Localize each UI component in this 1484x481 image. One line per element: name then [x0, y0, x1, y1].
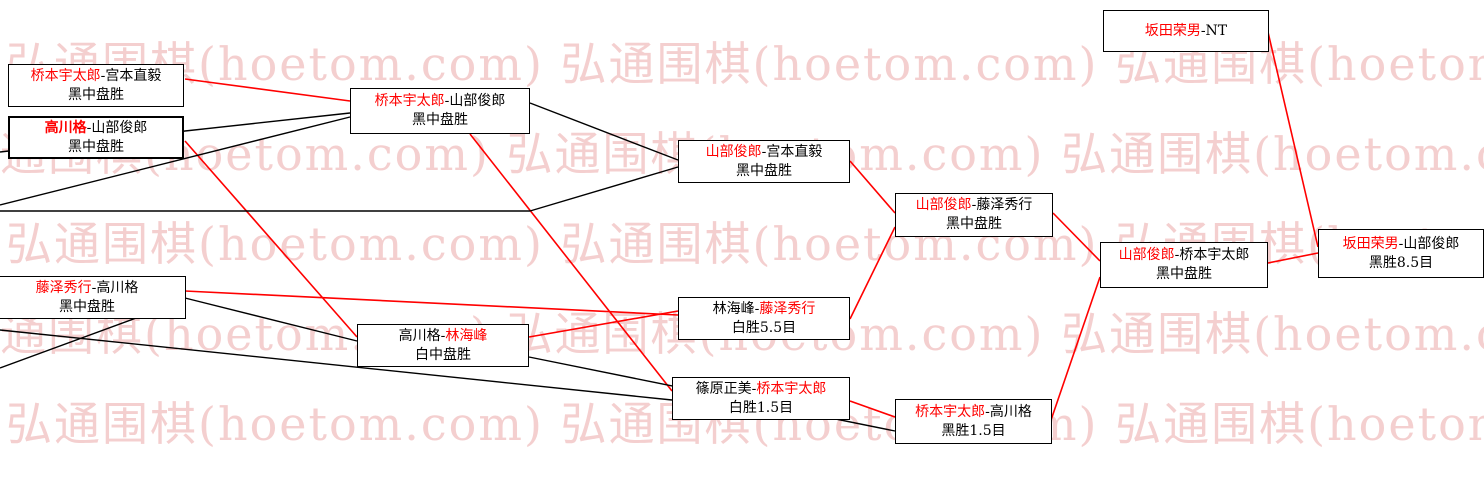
connector-line [469, 133, 673, 392]
player-name: -山部俊郎 [86, 119, 148, 136]
match-players: 林海峰-藤泽秀行 [679, 300, 849, 319]
player-name: -山部俊郎 [1398, 235, 1460, 252]
match-result: 黑中盘胜 [736, 162, 792, 179]
winner-name: 山部俊郎 [705, 143, 762, 160]
player-name: -宫本直毅 [100, 67, 162, 84]
match-players: 篠原正美-桥本宇太郎 [673, 380, 849, 399]
winner-name: 坂田荣男 [1144, 22, 1201, 39]
match-players: 桥本宇太郎-高川格 [896, 403, 1051, 422]
player-name: -藤泽秀行 [971, 197, 1033, 213]
connector-line [529, 102, 679, 161]
match-box: 山部俊郎-宫本直毅 黑中盘胜 [678, 140, 850, 183]
match-box: 高川格-山部俊郎 黑中盘胜 [8, 116, 184, 159]
winner-name: 桥本宇太郎 [756, 380, 827, 397]
winner-name: 高川格 [44, 119, 87, 136]
player-name: -NT [1200, 22, 1228, 39]
player-name: -宫本直毅 [761, 143, 823, 160]
match-players: 桥本宇太郎-宫本直毅 [9, 67, 183, 86]
winner-name: 坂田荣男 [1342, 235, 1399, 252]
player-name: -桥本宇太郎 [1174, 247, 1250, 263]
connector-line [1049, 276, 1101, 424]
player-name: -高川格 [985, 403, 1032, 420]
match-result: 黑中盘胜 [59, 298, 115, 315]
connector-line [184, 140, 358, 338]
connector-line [0, 116, 351, 206]
match-box: 桥本宇太郎-高川格 黑胜1.5目 [895, 399, 1052, 444]
match-result: 白中盘胜 [415, 346, 471, 363]
winner-name: 藤泽秀行 [759, 300, 816, 317]
match-result: 白胜1.5目 [728, 399, 794, 416]
match-players: 坂田荣男-山部俊郎 [1319, 235, 1483, 254]
connector-line [0, 329, 673, 401]
connector-line [184, 290, 679, 316]
match-box: 高川格-林海峰 白中盘胜 [357, 324, 529, 367]
match-box: 山部俊郎-桥本宇太郎 黑中盘胜 [1100, 242, 1268, 288]
winner-name: 藤泽秀行 [35, 279, 92, 296]
connector-line [184, 78, 351, 102]
connector-line [849, 160, 896, 214]
match-box: 林海峰-藤泽秀行 白胜5.5目 [678, 297, 850, 340]
winner-name: 桥本宇太郎 [30, 67, 101, 84]
connector-line [529, 166, 679, 212]
winner-name: 桥本宇太郎 [915, 403, 986, 420]
player-name: 林海峰- [712, 300, 760, 317]
match-box: 藤泽秀行-高川格 黑中盘胜 [0, 276, 186, 319]
winner-name: 山部俊郎 [915, 197, 972, 213]
connector-line [1267, 252, 1319, 264]
match-box: 山部俊郎-藤泽秀行 黑中盘胜 [895, 193, 1053, 237]
match-result: 黑中盘胜 [68, 138, 124, 155]
match-players: 高川格-林海峰 [358, 327, 528, 346]
match-result: 黑胜1.5目 [941, 422, 1006, 439]
match-players: 桥本宇太郎-山部俊郎 [351, 92, 529, 111]
match-players: 山部俊郎-藤泽秀行 [896, 196, 1052, 215]
match-box: 桥本宇太郎-宫本直毅 黑中盘胜 [8, 64, 184, 107]
match-result: 黑中盘胜 [412, 112, 468, 128]
match-players: 山部俊郎-桥本宇太郎 [1101, 246, 1267, 265]
match-players: 高川格-山部俊郎 [10, 119, 182, 138]
player-name: -高川格 [91, 279, 139, 296]
match-result: 白胜5.5目 [731, 319, 797, 336]
match-box: 坂田荣男-山部俊郎 黑胜8.5目 [1318, 229, 1484, 278]
winner-name: 林海峰 [445, 327, 488, 344]
connector-line [849, 226, 896, 320]
connector-line [528, 310, 679, 338]
match-players: 坂田荣男-NT [1104, 22, 1268, 41]
match-result: 黑中盘胜 [1156, 266, 1212, 282]
match-box: 坂田荣男-NT [1103, 10, 1269, 52]
connector-line [184, 297, 358, 342]
match-box: 篠原正美-桥本宇太郎 白胜1.5目 [672, 377, 850, 420]
connector-line [184, 112, 351, 132]
player-name: 篠原正美- [695, 380, 757, 397]
connector-line [849, 400, 896, 418]
match-result: 黑中盘胜 [946, 216, 1002, 232]
match-players: 藤泽秀行-高川格 [0, 279, 185, 298]
connector-line [1267, 31, 1319, 248]
connector-line [1052, 212, 1101, 262]
match-result: 黑胜8.5目 [1368, 254, 1434, 271]
player-name: -山部俊郎 [444, 93, 506, 109]
winner-name: 桥本宇太郎 [374, 93, 445, 109]
match-players: 山部俊郎-宫本直毅 [679, 143, 849, 162]
match-result: 黑中盘胜 [68, 86, 124, 103]
player-name: 高川格- [398, 327, 446, 344]
match-box: 桥本宇太郎-山部俊郎 黑中盘胜 [350, 88, 530, 134]
winner-name: 山部俊郎 [1118, 247, 1175, 263]
